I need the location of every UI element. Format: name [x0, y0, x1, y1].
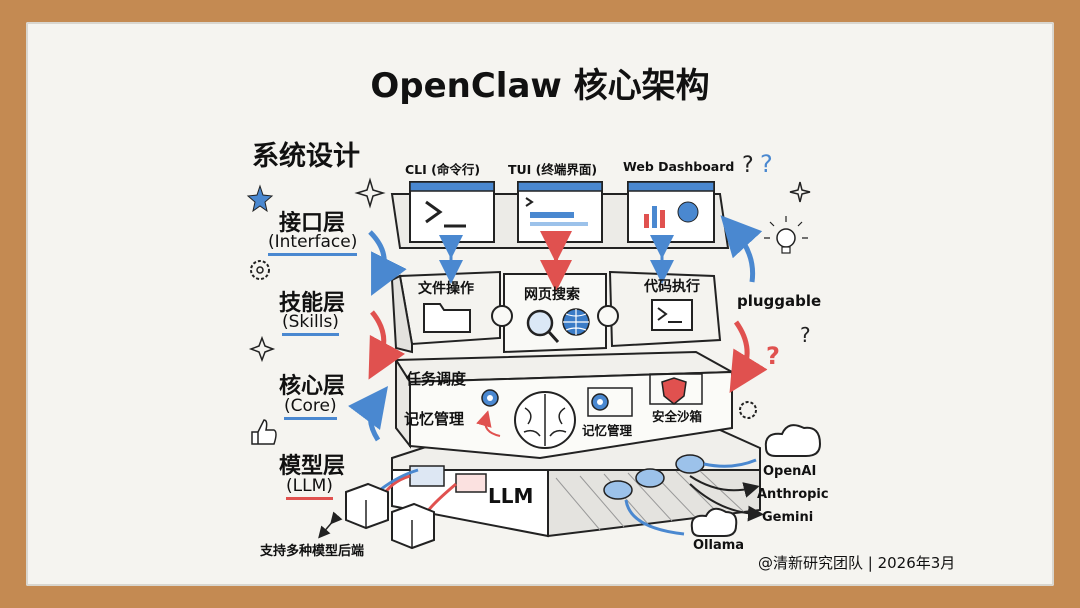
interface-web-label: Web Dashboard [623, 159, 735, 174]
flow-arrow [720, 215, 763, 283]
sparkle-icon [248, 335, 276, 363]
core-task-scheduling-label: 任务调度 [406, 370, 467, 388]
layer-sublabel-llm: (LLM) [286, 476, 333, 500]
gear-icon [250, 260, 270, 280]
sparkle-icon [789, 181, 811, 203]
pluggable-label: pluggable [737, 292, 822, 310]
puzzle-knob [491, 305, 513, 327]
thumbs-up-icon [251, 419, 277, 445]
server-port-icon [455, 473, 487, 493]
search-icon [526, 309, 560, 344]
interface-layer-block [390, 181, 730, 249]
interface-cli-label: CLI (命令行) [405, 162, 481, 177]
provider-openai: OpenAI [763, 464, 817, 479]
provider-gemini: Gemini [762, 510, 814, 525]
question-mark-icon: ? [800, 323, 811, 347]
layer-label-skills: 技能层 [279, 291, 346, 316]
skills-layer-block [390, 270, 722, 354]
cloud-icon [690, 507, 738, 537]
layer-sublabel-core: (Core) [284, 396, 337, 420]
flow-arrow [729, 320, 768, 394]
cloud-icon [764, 424, 822, 457]
server-stack-icon [345, 468, 457, 550]
puzzle-knob [597, 305, 619, 327]
folder-icon [423, 303, 471, 333]
sandbox-frame [649, 373, 703, 405]
interface-tui-label: TUI (终端界面) [508, 162, 598, 177]
flow-arrow [348, 385, 388, 442]
skill-code-exec-label: 代码执行 [644, 279, 700, 295]
core-layer-block [394, 350, 736, 460]
cli-window-icon [409, 181, 495, 243]
terminal-icon [651, 299, 693, 331]
star-icon [246, 184, 274, 213]
cloud-port-icon [603, 454, 705, 500]
layer-label-interface: 接口层 [279, 211, 346, 236]
lightbulb-icon [764, 216, 808, 254]
provider-ollama: Ollama [693, 538, 745, 553]
credit-text: @清新研究团队 | 2026年3月 [758, 554, 956, 572]
tui-window-icon [517, 181, 603, 243]
section-heading: 系统设计 [252, 141, 360, 172]
flow-arrow [368, 230, 407, 296]
question-mark-icon: ? [742, 153, 754, 178]
core-memory-label-right: 记忆管理 [582, 423, 633, 438]
sparkle-icon [354, 177, 386, 209]
layer-sublabel-interface: (Interface) [268, 232, 358, 256]
memory-frame [587, 387, 633, 417]
question-mark-icon: ? [760, 150, 773, 178]
flow-arrow [368, 310, 406, 380]
server-port-icon [409, 465, 445, 487]
provider-anthropic: Anthropic [757, 487, 829, 502]
gear-icon [591, 393, 609, 411]
gear-icon [481, 389, 499, 407]
lock-shield-icon [661, 377, 687, 405]
layer-sublabel-skills: (Skills) [282, 312, 339, 336]
core-memory-label: 记忆管理 [404, 410, 465, 428]
layer-label-llm: 模型层 [279, 454, 346, 479]
question-mark-icon: ? [766, 342, 780, 370]
brain-icon [514, 391, 576, 449]
provider-connections [624, 424, 822, 537]
page-title: OpenClaw 核心架构 [370, 66, 710, 106]
skill-file-ops-label: 文件操作 [418, 281, 474, 297]
resize-arrow [318, 511, 343, 539]
gear-icon [739, 401, 757, 419]
core-sandbox-label: 安全沙箱 [652, 409, 703, 424]
backend-caption: 支持多种模型后端 [260, 544, 365, 559]
layer-label-core: 核心层 [279, 374, 346, 399]
skill-web-search-label: 网页搜索 [524, 287, 580, 303]
dashboard-window-icon [627, 181, 715, 243]
globe-icon [562, 308, 590, 336]
llm-block-label: LLM [488, 484, 534, 508]
